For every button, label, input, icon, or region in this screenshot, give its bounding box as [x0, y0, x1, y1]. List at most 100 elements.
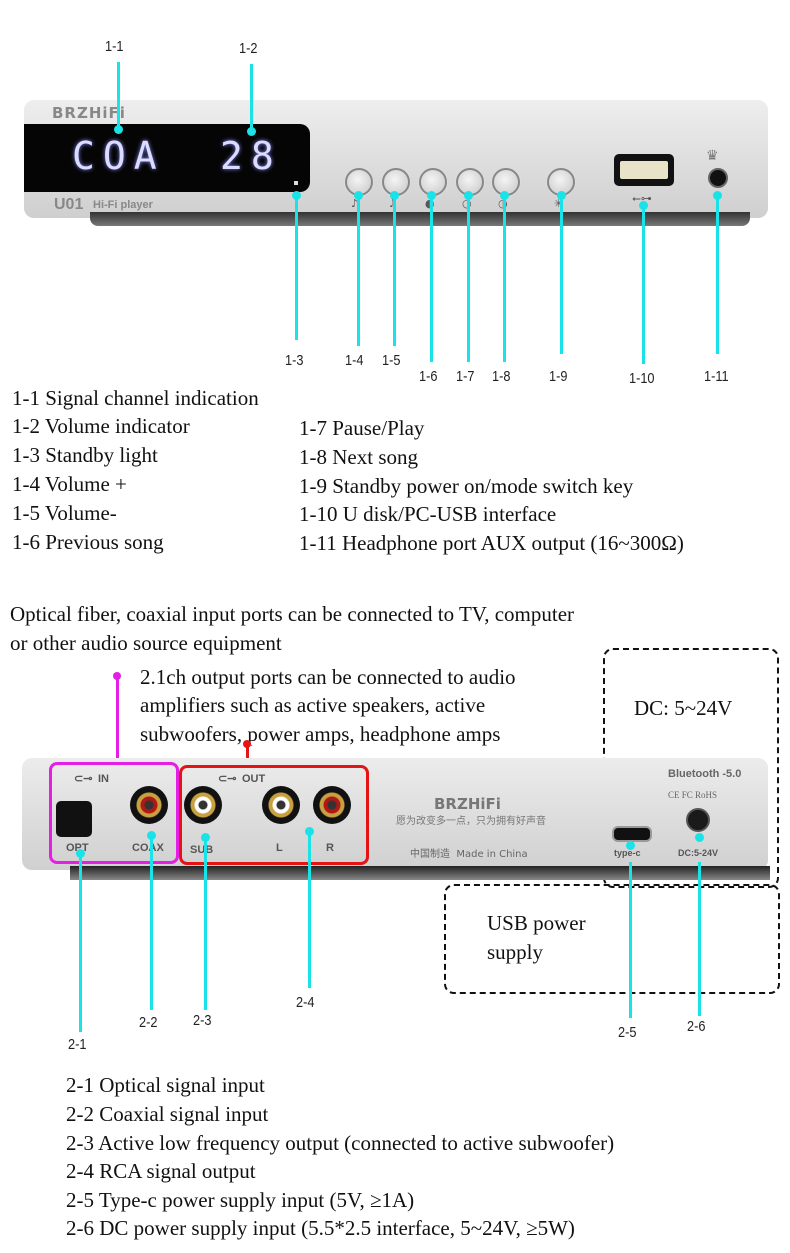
callout-2-3: 2-3: [193, 1012, 212, 1029]
callout-line: [150, 834, 153, 1010]
callout-1-4: 1-4: [345, 352, 364, 369]
dc-jack[interactable]: [686, 808, 710, 832]
callout-2-5: 2-5: [618, 1024, 637, 1041]
callout-1-2: 1-2: [239, 40, 258, 57]
callout-dot: [305, 827, 314, 836]
front-brand-logo: BRZHiFi: [52, 104, 126, 122]
optical-port[interactable]: [56, 801, 92, 837]
standby-light: [294, 181, 298, 185]
in-label: IN: [98, 773, 109, 785]
callout-line: [629, 862, 632, 1018]
back-panel-base: [70, 866, 770, 880]
left-port[interactable]: [262, 786, 300, 824]
output-note-line3: subwoofers, power amps, headphone amps: [140, 722, 501, 746]
legend-1-11: 1-11 Headphone port AUX output (16~300Ω): [299, 531, 684, 555]
callout-line: [250, 64, 253, 130]
next-icon: ◑: [498, 197, 508, 210]
output-group-box: [179, 765, 369, 865]
callout-dot: [114, 125, 123, 134]
legend-2-5: 2-5 Type-c power supply input (5V, ≥1A): [66, 1188, 415, 1212]
crown-icon: ♛: [706, 148, 719, 164]
callout-2-6: 2-6: [687, 1018, 706, 1035]
out-icon: ⊂⊸: [218, 773, 237, 785]
usb-power-note-line1: USB power: [487, 911, 586, 935]
callout-line: [393, 194, 396, 346]
right-port[interactable]: [313, 786, 351, 824]
callout-line: [503, 194, 506, 362]
callout-1-6: 1-6: [419, 368, 438, 385]
callout-dot: [292, 191, 301, 200]
callout-dot: [354, 191, 363, 200]
legend-2-3: 2-3 Active low frequency output (connect…: [66, 1131, 615, 1155]
legend-1-8: 1-8 Next song: [299, 445, 418, 469]
callout-2-2: 2-2: [139, 1014, 158, 1031]
headphone-jack[interactable]: [708, 168, 728, 188]
r-label: R: [326, 842, 334, 854]
legend-1-4: 1-4 Volume +: [12, 472, 127, 496]
callout-dot: [390, 191, 399, 200]
slogan: 愿为改变多一点，只为拥有好声音: [396, 816, 546, 827]
callout-line: [295, 194, 298, 340]
usb-power-dashed-box: [444, 884, 780, 994]
dc-note: DC: 5~24V: [634, 696, 733, 720]
callout-dot: [695, 833, 704, 842]
callout-line: [357, 194, 360, 346]
input-note-line2: or other audio source equipment: [10, 631, 282, 655]
callout-line: [716, 194, 719, 354]
output-note-line: [246, 744, 249, 766]
callout-line: [204, 836, 207, 1010]
callout-1-1: 1-1: [105, 38, 124, 55]
callout-dot: [464, 191, 473, 200]
callout-1-7: 1-7: [456, 368, 475, 385]
callout-dot: [247, 127, 256, 136]
l-label: L: [276, 842, 283, 854]
input-note-line: [116, 676, 119, 764]
callout-dot: [76, 849, 85, 858]
legend-1-9: 1-9 Standby power on/mode switch key: [299, 474, 634, 498]
callout-1-10: 1-10: [629, 370, 655, 387]
callout-line: [117, 62, 120, 128]
callout-1-8: 1-8: [492, 368, 511, 385]
input-note-line1: Optical fiber, coaxial input ports can b…: [10, 602, 575, 626]
callout-dot: [713, 191, 722, 200]
legend-2-2: 2-2 Coaxial signal input: [66, 1102, 269, 1126]
play-pause-icon: ○: [462, 197, 472, 210]
output-note-line1: 2.1ch output ports can be connected to a…: [140, 665, 516, 689]
callout-dot: [201, 833, 210, 842]
callout-1-9: 1-9: [549, 368, 568, 385]
callout-2-4: 2-4: [296, 994, 315, 1011]
coax-port[interactable]: [130, 786, 168, 824]
callout-2-1: 2-1: [68, 1036, 87, 1053]
legend-1-3: 1-3 Standby light: [12, 443, 158, 467]
sub-port[interactable]: [184, 786, 222, 824]
typec-port[interactable]: [612, 826, 652, 842]
legend-2-6: 2-6 DC power supply input (5.5*2.5 inter…: [66, 1216, 575, 1240]
out-label: OUT: [242, 773, 266, 785]
power-mode-icon: ✳: [554, 197, 564, 210]
callout-dot: [427, 191, 436, 200]
previous-icon: ◐: [425, 197, 435, 210]
callout-line: [79, 852, 82, 1032]
legend-1-5: 1-5 Volume-: [12, 501, 117, 525]
legend-2-1: 2-1 Optical signal input: [66, 1073, 265, 1097]
callout-1-5: 1-5: [382, 352, 401, 369]
in-icon: ⊂⊸: [74, 773, 93, 785]
legend-1-7: 1-7 Pause/Play: [299, 416, 425, 440]
volume-up-button[interactable]: [345, 168, 373, 196]
display-channel: COA: [72, 134, 165, 178]
callout-dot: [626, 841, 635, 850]
output-note-line2: amplifiers such as active speakers, acti…: [140, 693, 486, 717]
callout-1-3: 1-3: [285, 352, 304, 369]
callout-dot: [500, 191, 509, 200]
legend-1-10: 1-10 U disk/PC-USB interface: [299, 502, 557, 526]
led-display: COA 28: [24, 124, 310, 192]
cert-marks: CE FC RoHS: [668, 790, 718, 800]
front-panel-base: [90, 212, 750, 226]
legend-1-6: 1-6 Previous song: [12, 530, 164, 554]
dc-label: DC:5-24V: [678, 848, 719, 858]
input-group-box: [49, 762, 179, 864]
model-name: U01: [54, 196, 84, 213]
model-subtitle: Hi-Fi player: [93, 199, 153, 211]
bluetooth-label: Bluetooth -5.0: [668, 768, 742, 780]
callout-dot: [147, 831, 156, 840]
